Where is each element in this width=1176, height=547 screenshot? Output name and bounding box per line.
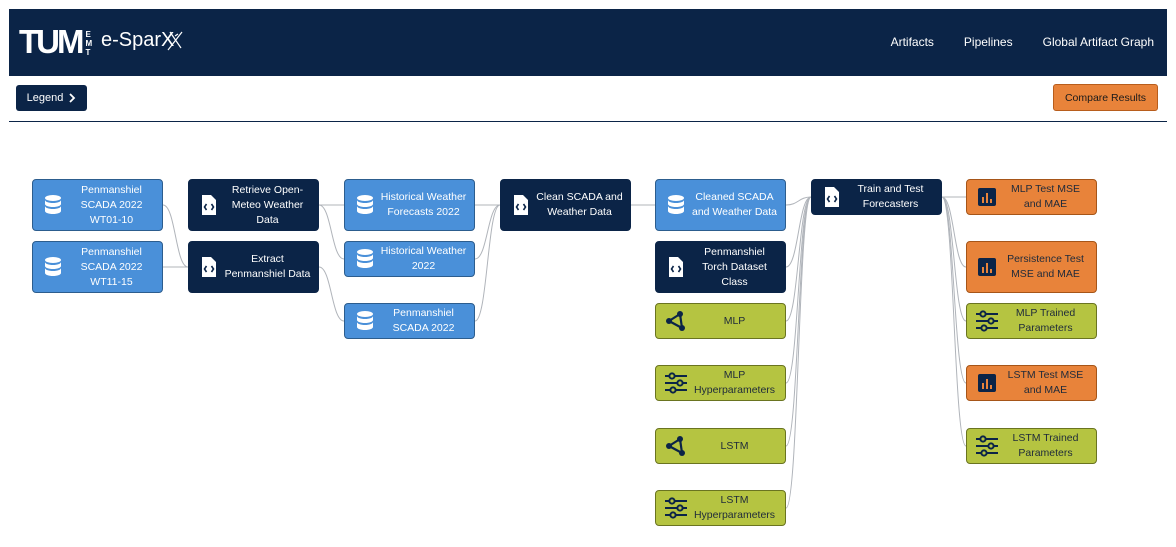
sliders-icon <box>664 371 688 395</box>
edge-extract-penmanshiel-to-scada-2022 <box>318 266 345 322</box>
compare-results-label: Compare Results <box>1064 91 1147 104</box>
database-icon <box>41 255 65 279</box>
sparkle-icon <box>167 31 183 50</box>
node-label: MLP Test MSE and MAE <box>1010 183 1081 210</box>
code-file-icon <box>197 255 221 279</box>
sliders-icon <box>975 434 999 458</box>
node-label: Penmanshiel SCADA 2022 WT01-10 <box>80 183 143 226</box>
node-scada-wt01-10[interactable]: Penmanshiel SCADA 2022 WT01-10 <box>32 179 163 231</box>
node-lstm-params[interactable]: LSTM Trained Parameters <box>966 428 1097 464</box>
edge-lstm-hyper-to-train-test <box>785 196 812 509</box>
nav-pipelines[interactable]: Pipelines <box>963 35 1013 49</box>
sliders-icon <box>664 496 688 520</box>
node-hist-weather[interactable]: Historical Weather 2022 <box>344 241 475 277</box>
code-file-icon <box>820 185 844 209</box>
toolbar-divider <box>9 121 1167 122</box>
node-label: Penmanshiel SCADA 2022 <box>392 307 455 334</box>
bar-chart-icon <box>975 371 999 395</box>
database-icon <box>353 193 377 217</box>
node-mlp[interactable]: MLP <box>655 303 786 339</box>
node-label: MLP Hyperparameters <box>693 369 776 396</box>
node-lstm-hyper[interactable]: LSTM Hyperparameters <box>655 490 786 526</box>
database-icon <box>353 247 377 271</box>
node-torch-dataset[interactable]: Penmanshiel Torch Dataset Class <box>655 241 786 293</box>
sliders-icon <box>975 309 999 333</box>
edge-train-test-to-lstm-params <box>941 196 967 447</box>
database-icon <box>664 193 688 217</box>
database-icon <box>41 193 65 217</box>
node-persist-mse[interactable]: Persistence Test MSE and MAE <box>966 241 1097 293</box>
node-label: MLP <box>723 314 746 327</box>
tum-logo-mark: TUM <box>19 23 85 60</box>
edge-train-test-to-persist-mse <box>941 196 967 268</box>
node-label: Historical Weather Forecasts 2022 <box>380 191 467 218</box>
compare-results-button[interactable]: Compare Results <box>1053 84 1158 111</box>
edge-torch-dataset-to-train-test <box>785 196 812 268</box>
node-scada-wt11-15[interactable]: Penmanshiel SCADA 2022 WT11-15 <box>32 241 163 293</box>
node-label: LSTM Test MSE and MAE <box>1007 369 1084 396</box>
top-navbar: TUM E M T e-SparX Artifacts Pipelines Gl… <box>9 9 1167 76</box>
node-label: Historical Weather 2022 <box>380 245 467 272</box>
edge-scada-2022-to-clean-scada <box>474 204 501 322</box>
main-nav: Artifacts Pipelines Global Artifact Grap… <box>891 35 1154 49</box>
code-file-icon <box>664 255 688 279</box>
bar-chart-icon <box>975 255 999 279</box>
model-graph-icon <box>664 309 688 333</box>
nav-artifacts[interactable]: Artifacts <box>890 35 934 49</box>
app-name[interactable]: e-SparX <box>101 29 184 52</box>
emt-letter: M <box>85 38 93 48</box>
node-mlp-hyper[interactable]: MLP Hyperparameters <box>655 365 786 401</box>
node-label: Persistence Test MSE and MAE <box>1007 253 1084 280</box>
app-name-text: e-SparX <box>101 29 175 51</box>
emt-letters: E M T <box>85 30 92 57</box>
model-graph-icon <box>664 434 688 458</box>
node-label: Cleaned SCADA and Weather Data <box>691 191 778 218</box>
node-scada-2022[interactable]: Penmanshiel SCADA 2022 <box>344 303 475 339</box>
edge-cleaned-data-to-train-test <box>785 196 812 206</box>
node-lstm[interactable]: LSTM <box>655 428 786 464</box>
legend-button-label: Legend <box>26 92 64 104</box>
node-train-test[interactable]: Train and Test Forecasters <box>811 179 942 215</box>
node-label: Retrieve Open-Meteo Weather Data <box>231 183 304 226</box>
node-retrieve-openmeteo[interactable]: Retrieve Open-Meteo Weather Data <box>188 179 319 231</box>
code-file-icon <box>509 193 533 217</box>
node-label: Penmanshiel SCADA 2022 WT11-15 <box>80 245 143 288</box>
tum-logo[interactable]: TUM E M T <box>19 25 92 59</box>
bar-chart-icon <box>975 185 999 209</box>
node-label: LSTM Hyperparameters <box>693 494 776 521</box>
node-hist-forecasts[interactable]: Historical Weather Forecasts 2022 <box>344 179 475 231</box>
code-file-icon <box>197 193 221 217</box>
node-lstm-mse[interactable]: LSTM Test MSE and MAE <box>966 365 1097 401</box>
node-mlp-mse[interactable]: MLP Test MSE and MAE <box>966 179 1097 215</box>
edge-mlp-to-train-test <box>785 196 812 322</box>
node-label: MLP Trained Parameters <box>1015 307 1076 334</box>
database-icon <box>353 309 377 333</box>
node-label: Clean SCADA and Weather Data <box>536 191 623 218</box>
node-label: LSTM <box>720 439 749 452</box>
edge-retrieve-openmeteo-to-hist-weather <box>318 204 345 260</box>
node-mlp-params[interactable]: MLP Trained Parameters <box>966 303 1097 339</box>
edge-mlp-hyper-to-train-test <box>785 196 812 384</box>
node-label: Penmanshiel Torch Dataset Class <box>702 245 767 288</box>
nav-global-artifact-graph[interactable]: Global Artifact Graph <box>1042 35 1154 49</box>
node-label: Extract Penmanshiel Data <box>224 253 311 280</box>
edge-hist-weather-to-clean-scada <box>474 204 501 260</box>
emt-letter: T <box>85 47 91 57</box>
edge-train-test-to-mlp-params <box>941 196 967 322</box>
node-label: LSTM Trained Parameters <box>1012 432 1079 459</box>
edge-scada-wt01-10-to-extract-penmanshiel <box>162 204 189 268</box>
node-label: Train and Test Forecasters <box>857 183 924 210</box>
emt-letter: E <box>85 29 91 39</box>
chevron-right-icon <box>69 93 76 103</box>
edge-train-test-to-lstm-mse <box>941 196 967 384</box>
legend-button[interactable]: Legend <box>16 85 87 111</box>
node-cleaned-data[interactable]: Cleaned SCADA and Weather Data <box>655 179 786 231</box>
node-clean-scada[interactable]: Clean SCADA and Weather Data <box>500 179 631 231</box>
node-extract-penmanshiel[interactable]: Extract Penmanshiel Data <box>188 241 319 293</box>
